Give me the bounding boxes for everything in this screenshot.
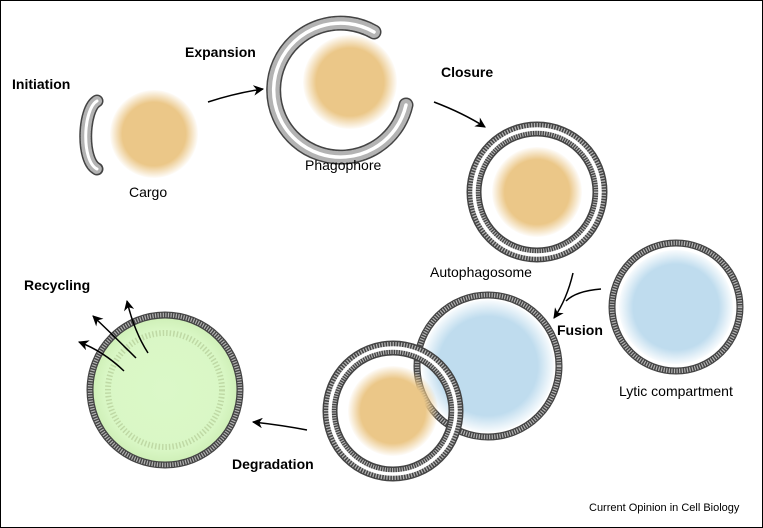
degrading-inner-membrane (105, 330, 225, 450)
phagophore-membrane (266, 15, 414, 165)
autophagosome-membrane (466, 121, 608, 263)
autophagosome-cargo (492, 147, 582, 237)
phagophore-label: Phagophore (305, 157, 382, 173)
fusion-label: Fusion (557, 322, 603, 338)
arrow-to-fusion (553, 272, 574, 319)
journal-credit: Current Opinion in Cell Biology (589, 502, 740, 514)
recycling-arrow-2 (92, 315, 137, 359)
arrow-to-expansion (207, 85, 265, 103)
fusion-join-line (565, 288, 602, 302)
phagophore-cargo (303, 35, 397, 129)
lytic-lumen (619, 250, 733, 364)
cargo-vesicle (110, 90, 198, 178)
closure-label: Closure (441, 64, 494, 80)
lytic-compartment-label: Lytic compartment (619, 383, 733, 399)
arrow-to-closure (433, 101, 486, 128)
initiation-label: Initiation (12, 76, 71, 92)
recycling-arrow-3 (124, 299, 149, 354)
initiation-membrane (79, 94, 104, 176)
arrow-to-degradation (251, 417, 308, 431)
expansion-label: Expansion (185, 44, 256, 60)
recycling-arrow-1 (78, 340, 125, 372)
degradation-label: Degradation (232, 456, 314, 472)
cargo-label: Cargo (129, 184, 168, 200)
autophagosome-label: Autophagosome (430, 264, 532, 280)
recycling-label: Recycling (24, 277, 91, 293)
fused-compartment (322, 291, 563, 482)
